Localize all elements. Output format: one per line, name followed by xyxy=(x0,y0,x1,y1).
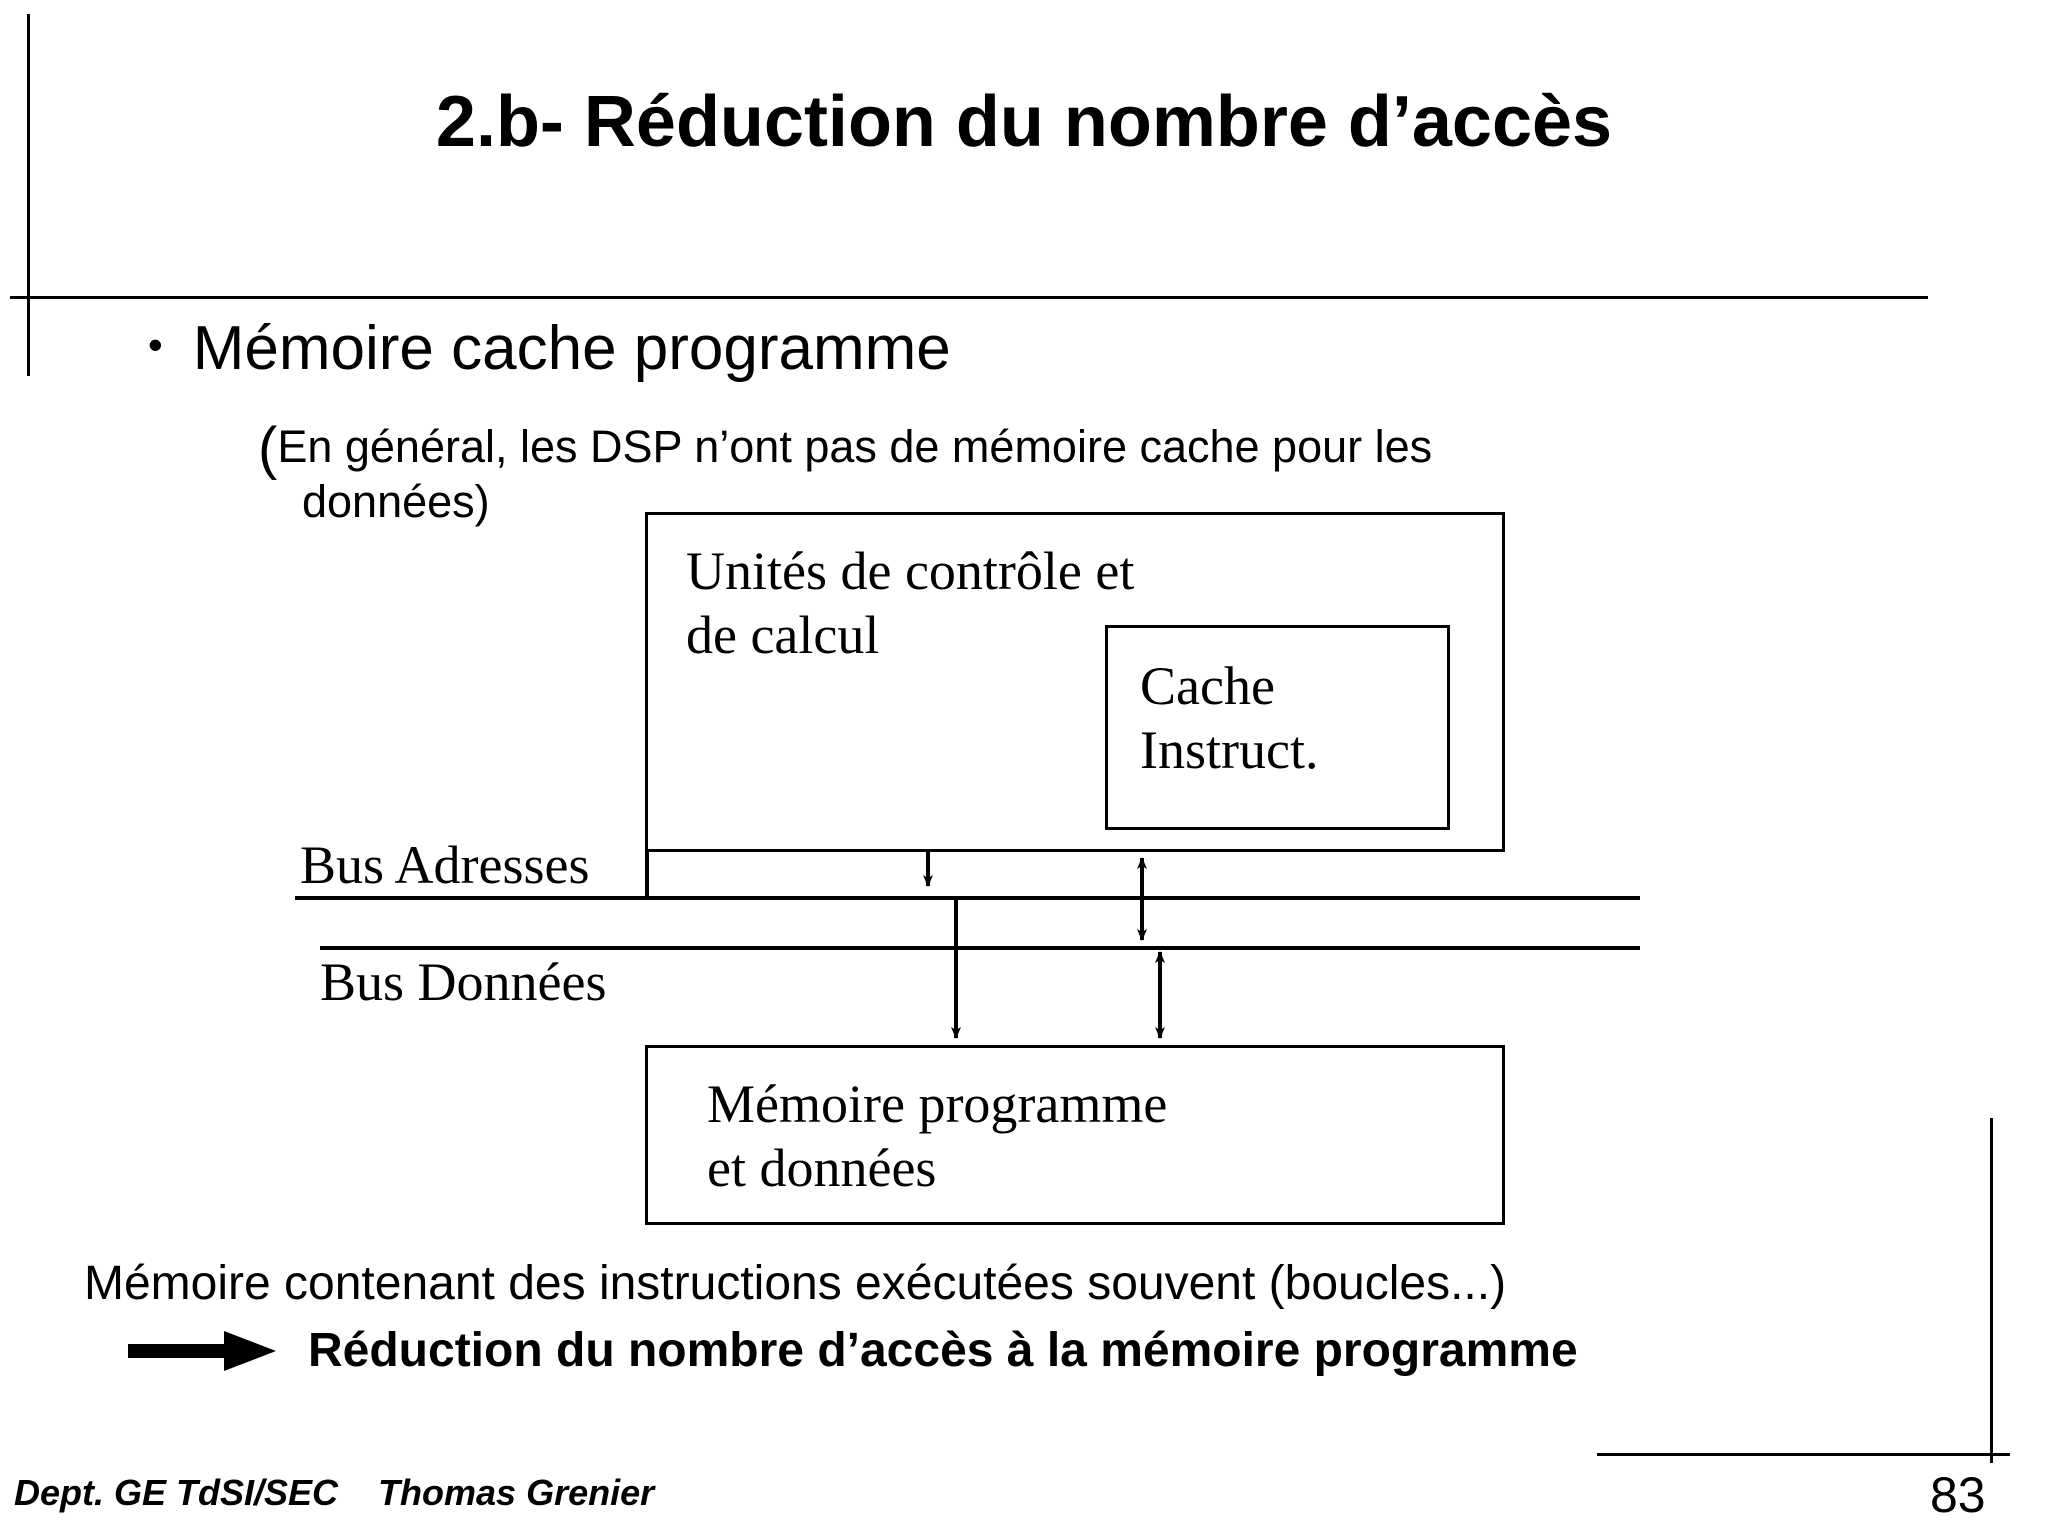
note-open-paren: ( xyxy=(258,416,278,481)
bullet-marker-icon: • xyxy=(148,321,163,368)
parenthetical-note: (En général, les DSP n’ont pas de mémoir… xyxy=(258,420,1458,530)
decorative-rule-bottom-right-horizontal xyxy=(1597,1453,2010,1456)
decorative-rule-bottom-right-vertical xyxy=(1990,1118,1993,1463)
block-label-cache-instruct: Cache Instruct. xyxy=(1140,656,1319,780)
conclusion-row-2: Réduction du nombre d’accès à la mémoire… xyxy=(128,1323,1578,1378)
bus-label-adresses: Bus Adresses xyxy=(300,835,590,895)
block-cache-instruct xyxy=(1105,625,1450,830)
bullet-item-label: Mémoire cache programme xyxy=(192,314,951,383)
block-memoire-programme-et-donnees xyxy=(645,1045,1505,1225)
decorative-rule-title-underline xyxy=(10,296,1928,299)
block-label-memoire-programme-donnees: Mémoire programme et données xyxy=(707,1074,1168,1198)
slide-title: 2.b- Réduction du nombre d’accès xyxy=(435,82,1613,162)
page-number: 83 xyxy=(1930,1467,1986,1523)
footer-credit: Dept. GE TdSI/SEC Thomas Grenier xyxy=(14,1472,655,1513)
bus-line-donnees xyxy=(320,946,1640,950)
decorative-rule-top-left-vertical xyxy=(27,14,30,376)
bold-right-arrow-icon xyxy=(128,1330,276,1371)
bus-label-donnees: Bus Données xyxy=(320,952,607,1012)
bus-line-adresses xyxy=(295,896,1640,900)
note-line-1: En général, les DSP n’ont pas de mémoire… xyxy=(277,421,1433,472)
conclusion-line-2: Réduction du nombre d’accès à la mémoire… xyxy=(308,1324,1578,1377)
bullet-item-memoire-cache-programme: • Mémoire cache programme xyxy=(148,316,951,381)
block-unites-de-controle-et-de-calcul xyxy=(645,512,1505,852)
note-line-2: données) xyxy=(302,475,490,527)
block-label-unites-controle-calcul: Unités de contrôle et de calcul xyxy=(686,541,1135,665)
conclusion-line-1: Mémoire contenant des instructions exécu… xyxy=(84,1257,1507,1310)
